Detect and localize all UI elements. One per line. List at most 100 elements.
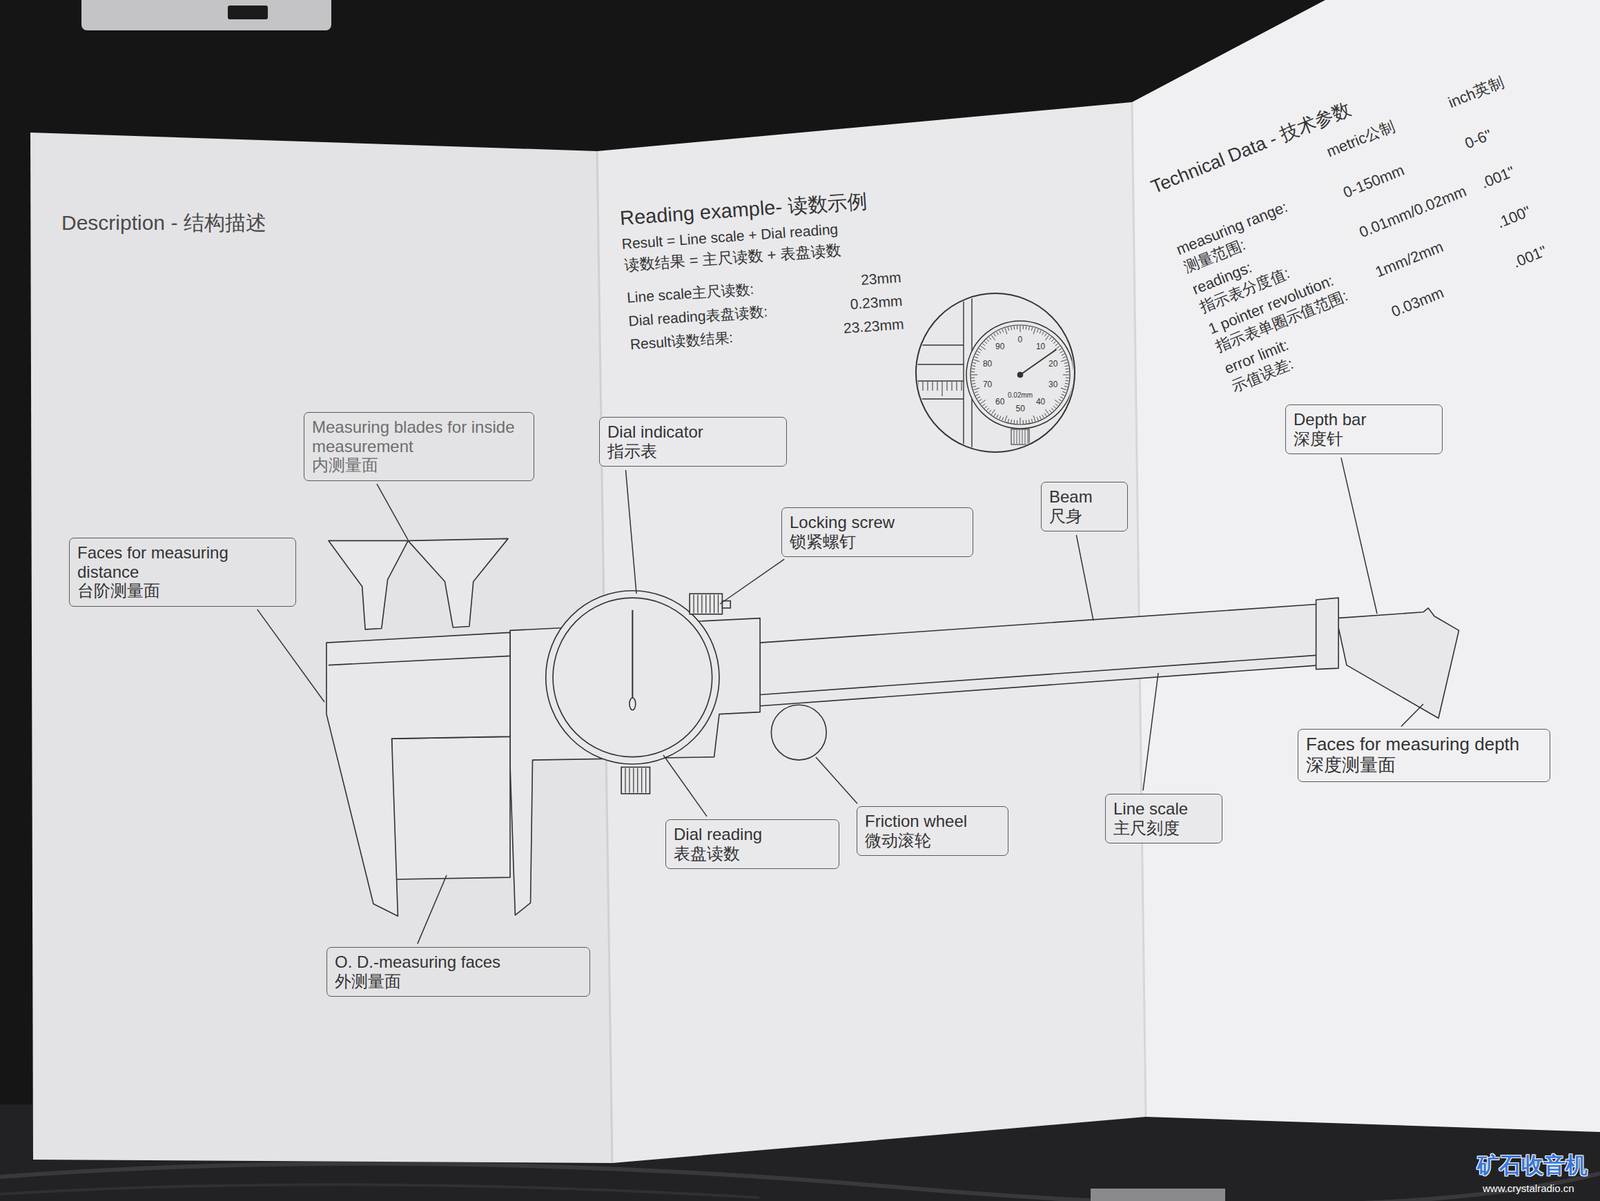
- dial-tick: [1036, 416, 1039, 421]
- dial-tick: [1062, 391, 1066, 393]
- scale-tick: [956, 381, 958, 391]
- dial-tick: [980, 345, 986, 350]
- dial-tick: [1065, 383, 1069, 385]
- callout-box: Faces for measuring distance台阶测量面: [69, 537, 297, 607]
- beam: [759, 603, 1322, 707]
- leader-lines: [257, 457, 1424, 944]
- dial-tick: [1010, 419, 1012, 424]
- dial-tick: [1016, 420, 1018, 424]
- dial-tick: [1062, 374, 1070, 376]
- inset-content: [909, 289, 1075, 463]
- beam-line: [909, 398, 964, 399]
- dial-tick: [971, 377, 975, 379]
- depth-bar: [1336, 608, 1459, 719]
- part-name: Faces for measuring distance: [77, 543, 288, 582]
- bag-reflection: [0, 1184, 760, 1198]
- friction-wheel: [771, 704, 827, 760]
- dial-tick: [974, 356, 979, 359]
- knurl: [717, 594, 719, 614]
- dial-tick: [1002, 416, 1004, 421]
- knurl: [1013, 430, 1015, 444]
- scale-tick: [932, 381, 934, 391]
- dial-tick: [1055, 403, 1059, 406]
- dial-tick: [977, 396, 981, 399]
- dial-face: [552, 597, 713, 758]
- jaw-edge: [328, 655, 511, 665]
- dial-tick: [980, 399, 986, 404]
- beam-line: [909, 363, 964, 365]
- callout-box: Measuring blades for inside measurement内…: [303, 412, 535, 482]
- dial-knob: [621, 766, 650, 794]
- column-heading: inch英制: [1445, 73, 1507, 112]
- dial-tick: [1007, 418, 1009, 423]
- dial-tick: [1044, 413, 1047, 417]
- fixed-jaw: [326, 632, 511, 916]
- scale-tick: [922, 381, 924, 391]
- dial-tick: [1020, 325, 1021, 333]
- dial-tick: [989, 336, 992, 340]
- knurl: [697, 594, 698, 614]
- dial-tick: [1010, 326, 1012, 330]
- dial-tick: [1060, 396, 1063, 399]
- scale-tick: [951, 381, 953, 391]
- dial-tick: [986, 407, 989, 411]
- callout-box: Beam尺身: [1040, 481, 1128, 532]
- section-heading: Technical Data - 技术参数: [1147, 98, 1354, 199]
- part-name: Faces for measuring depth: [1305, 734, 1543, 756]
- dial-tick: [999, 330, 1001, 335]
- dial-tick: [1020, 417, 1021, 424]
- paper-fold: [1132, 102, 1146, 1117]
- dial-tick: [1045, 409, 1049, 415]
- reading-label: Result读数结果:: [629, 329, 734, 354]
- dial-number: 40: [1036, 397, 1046, 408]
- dial-number: 30: [1048, 380, 1058, 390]
- dial-tick: [1007, 327, 1009, 331]
- dial-tick: [1061, 354, 1066, 356]
- dial-tick: [1031, 418, 1032, 423]
- knurl: [637, 768, 638, 793]
- bag-reflection: [0, 1163, 1600, 1201]
- knurl: [641, 768, 642, 793]
- leader-line: [257, 609, 325, 702]
- dial-tick: [1053, 340, 1057, 344]
- dial-tick: [993, 333, 997, 337]
- part-name: Dial indicator: [607, 422, 779, 442]
- dial-tick: [1044, 333, 1047, 337]
- leader-line: [1401, 704, 1424, 727]
- knurl: [1016, 430, 1018, 444]
- knurl: [628, 768, 630, 793]
- metal-part: [1090, 1188, 1226, 1201]
- dial-tick: [991, 409, 995, 415]
- callout-box: Dial reading表盘读数: [665, 819, 840, 870]
- reading-label: Line scale主尺读数:: [626, 280, 755, 307]
- beam-line: [909, 344, 964, 346]
- part-name-zh: 主尺刻度: [1113, 818, 1215, 838]
- inside-blade: [328, 540, 408, 630]
- leader-line: [815, 757, 858, 804]
- dial-tick: [1065, 371, 1070, 373]
- slider-plate: [392, 736, 511, 880]
- slider-edge: [962, 289, 964, 463]
- part-name-zh: 内测量面: [311, 455, 526, 475]
- callout-box: Depth bar深度针: [1285, 404, 1443, 455]
- dial-tick: [971, 368, 976, 370]
- tool-slot: [227, 5, 268, 20]
- dial-bezel: [545, 590, 720, 765]
- dial-tick: [1049, 336, 1052, 340]
- part-name: Friction wheel: [864, 811, 1001, 832]
- dial-tick: [982, 343, 985, 346]
- dial-tick: [971, 371, 975, 373]
- pointer-hub: [1017, 372, 1023, 378]
- dial-tick: [1060, 387, 1068, 390]
- dial-tick: [976, 394, 980, 396]
- dial-tick: [1058, 348, 1062, 351]
- paper-page: [1132, 0, 1600, 1133]
- part-name-zh: 锁紧螺钉: [789, 532, 965, 552]
- part-name: Depth bar: [1293, 410, 1435, 430]
- part-name-zh: 台阶测量面: [77, 581, 288, 601]
- dial-tick: [1065, 380, 1069, 382]
- dial-tick: [986, 338, 989, 342]
- dial-tick: [1049, 410, 1052, 413]
- part-name-zh: 指示表: [607, 441, 779, 462]
